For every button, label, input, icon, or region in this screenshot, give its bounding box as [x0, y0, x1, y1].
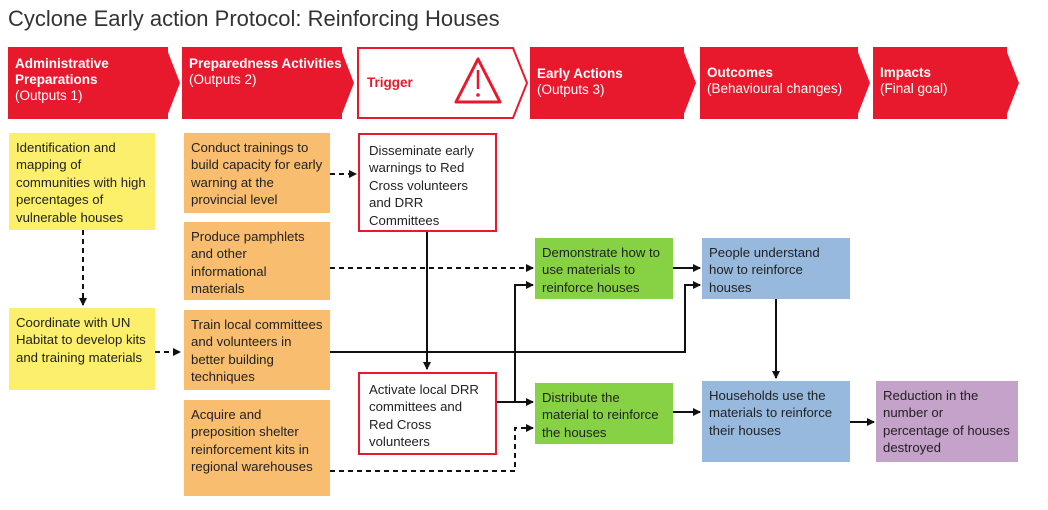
box-identification: Identification and mapping of communitie… [9, 133, 155, 230]
stage-outcomes-sub: (Behavioural changes) [707, 81, 843, 96]
stage-early-actions: Early Actions (Outputs 3) [530, 47, 684, 119]
box-distribute: Distribute the material to reinforce the… [535, 383, 673, 444]
stage-early-actions-sub: (Outputs 3) [537, 82, 605, 97]
box-activate: Activate local DRR committees and Red Cr… [358, 372, 497, 455]
stage-trigger-name: Trigger [367, 75, 413, 90]
box-train-local: Train local committees and volunteers in… [184, 310, 330, 390]
stage-preparedness: Preparedness Activities (Outputs 2) [182, 47, 342, 119]
arrow-activate-to-demonstrate [514, 281, 534, 402]
stage-outcomes-name: Outcomes [707, 65, 774, 80]
stage-admin: Administrative Preparations (Outputs 1) [8, 47, 168, 119]
stage-impacts-name: Impacts [880, 65, 932, 80]
box-disseminate: Disseminate early warnings to Red Cross … [358, 133, 497, 232]
stage-admin-sub: (Outputs 1) [15, 88, 83, 103]
stage-early-actions-name: Early Actions [537, 66, 623, 81]
page-title: Cyclone Early action Protocol: Reinforci… [8, 6, 500, 31]
stage-preparedness-sub: (Outputs 2) [189, 72, 257, 87]
box-coordinate: Coordinate with UN Habitat to develop ki… [9, 308, 155, 390]
box-people-understand: People understand how to reinforce house… [702, 238, 850, 299]
stage-admin-name: Administrative Preparations [15, 56, 109, 87]
box-reduction: Reduction in the number or percentage of… [876, 381, 1018, 462]
stage-impacts-sub: (Final goal) [880, 81, 948, 96]
stage-impacts: Impacts (Final goal) [873, 47, 1007, 119]
stage-outcomes: Outcomes (Behavioural changes) [700, 47, 858, 119]
stage-preparedness-name: Preparedness Activities [189, 56, 342, 71]
box-demonstrate: Demonstrate how to use materials to rein… [535, 238, 673, 299]
box-households-use: Households use the materials to reinforc… [702, 381, 850, 462]
box-acquire: Acquire and preposition shelter reinforc… [184, 400, 330, 496]
box-pamphlets: Produce pamphlets and other informationa… [184, 222, 330, 300]
stage-trigger: Trigger [358, 47, 528, 119]
box-trainings: Conduct trainings to build capacity for … [184, 133, 330, 213]
